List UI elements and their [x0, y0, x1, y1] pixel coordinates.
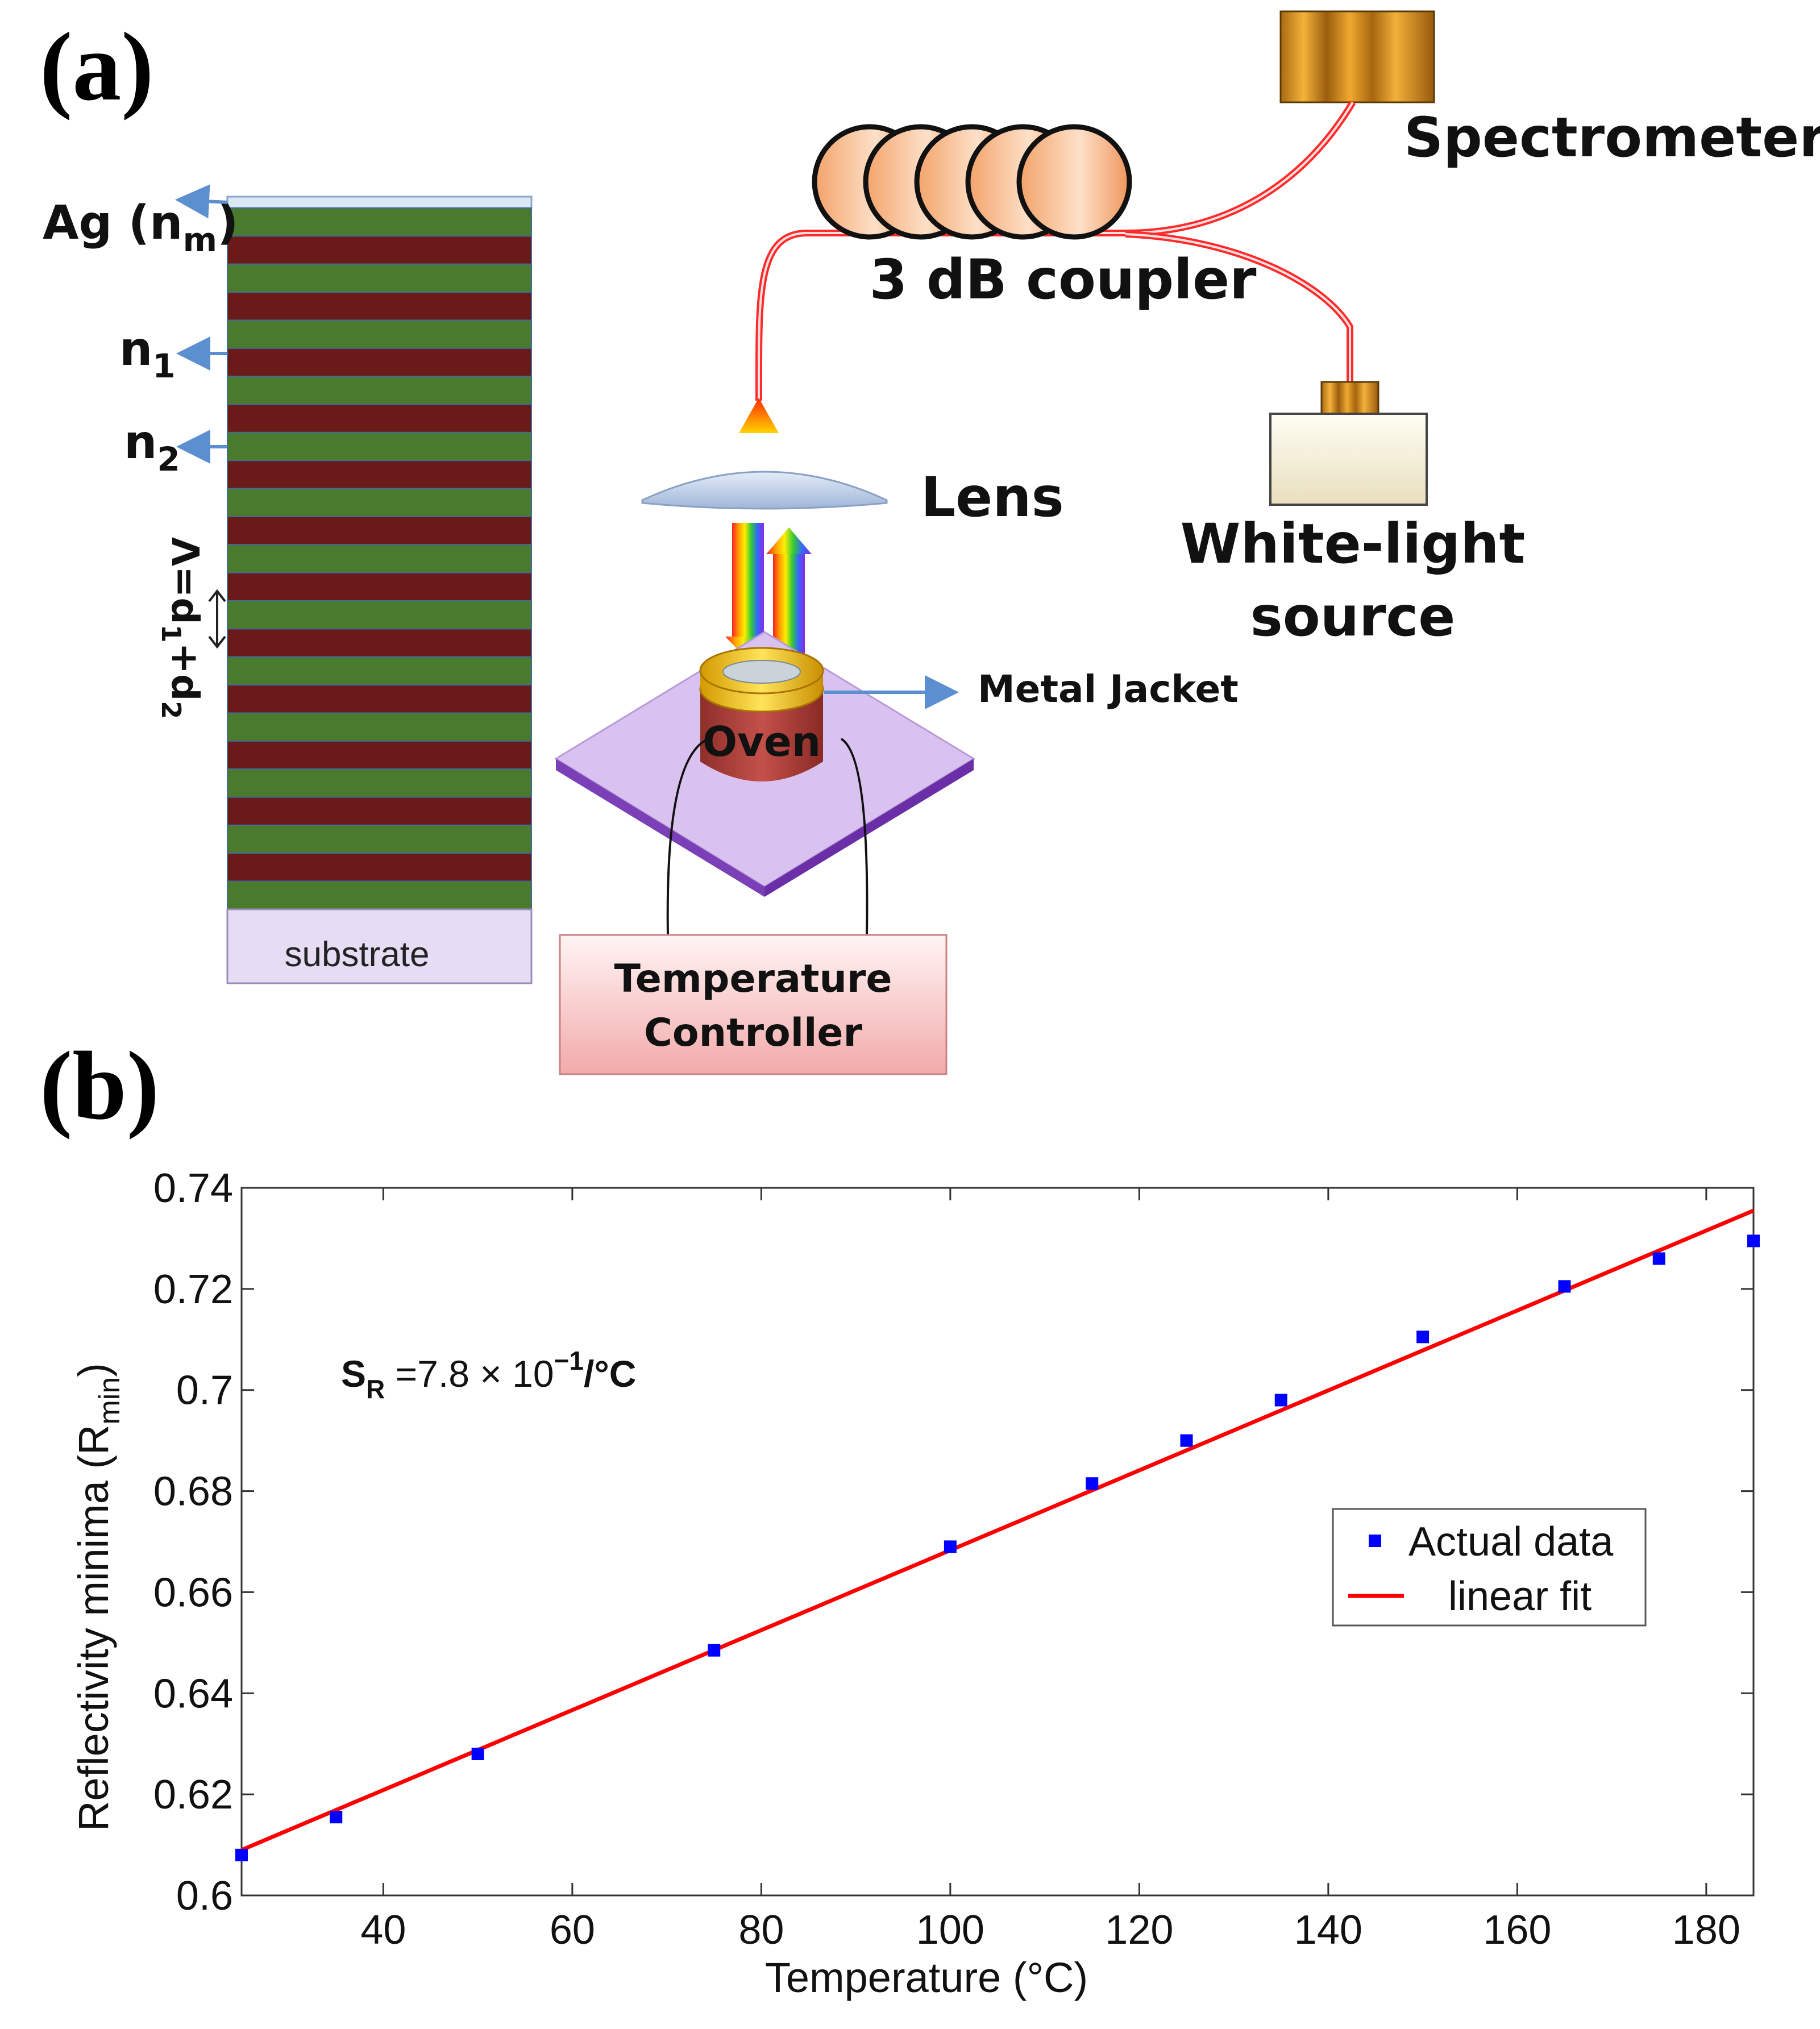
y-axis-title: Reflectivity minima (Rmin) — [70, 1363, 126, 1831]
x-axis-title: Temperature (°C) — [765, 1954, 1088, 2001]
data-point — [944, 1540, 957, 1553]
metal-jacket-label: Metal Jacket — [978, 667, 1239, 711]
lens-label: Lens — [921, 465, 1064, 529]
data-point — [330, 1811, 343, 1824]
layer-n1 — [227, 712, 532, 742]
data-point — [1180, 1434, 1193, 1447]
layer-n2 — [227, 684, 532, 714]
white-light-label-line2: source — [1250, 585, 1456, 648]
layer-n2 — [227, 740, 532, 770]
x-tick-label: 180 — [1672, 1907, 1740, 1953]
layer-n1 — [227, 544, 532, 573]
white-light-source-box — [1269, 413, 1428, 506]
silver-layer — [226, 196, 533, 209]
y-tick-label: 0.66 — [153, 1570, 233, 1615]
fiber-tip — [739, 398, 779, 433]
multilayer-stack: substrate — [226, 196, 533, 984]
data-point — [1558, 1280, 1571, 1293]
panel-a: (a) substrate Ag (nm) n1 n2 Λ=d1+d2 Spec… — [40, 10, 1820, 1075]
y-tick-label: 0.68 — [153, 1469, 233, 1515]
layer-n1 — [227, 488, 532, 517]
oven — [699, 647, 824, 781]
silver-arrow — [175, 184, 228, 219]
y-tick-label: 0.62 — [153, 1772, 233, 1818]
data-point — [471, 1748, 484, 1760]
layer-n1 — [227, 880, 532, 910]
layer-n2 — [227, 347, 532, 377]
legend-label-fit: linear fit — [1448, 1574, 1592, 1619]
layer-n1 — [227, 768, 532, 798]
x-tick-label: 140 — [1294, 1907, 1362, 1953]
legend-box — [1332, 1508, 1647, 1627]
linear-fit-line — [240, 1208, 1755, 1852]
data-point — [708, 1644, 721, 1657]
layer-n2 — [227, 235, 532, 265]
y-tick-label: 0.72 — [153, 1267, 233, 1312]
white-light-label-line1: White-light — [1181, 512, 1526, 576]
source-connector — [1320, 381, 1379, 416]
period-label: Λ=d1+d2 — [156, 537, 207, 719]
panel-b-label: (b) — [40, 1032, 159, 1140]
period-arrow — [208, 589, 226, 649]
x-tick-label: 120 — [1105, 1907, 1173, 1953]
x-tick-label: 100 — [916, 1907, 984, 1953]
layer-n2 — [227, 292, 532, 321]
layer-n2 — [227, 515, 532, 546]
legend-label-points: Actual data — [1408, 1519, 1614, 1565]
substrate-label: substrate — [284, 935, 429, 974]
layer-n1 — [227, 207, 532, 237]
coupler-coils — [812, 124, 1132, 240]
layer-n1 — [227, 600, 532, 630]
x-tick-label: 60 — [550, 1907, 595, 1953]
layer-n2 — [227, 796, 532, 826]
layer-n1 — [227, 824, 532, 854]
layer-n1 — [227, 656, 532, 686]
legend-marker-points — [1369, 1535, 1381, 1547]
y-tick-label: 0.64 — [153, 1671, 233, 1716]
y-tick-label: 0.7 — [176, 1368, 233, 1413]
stack-layers — [227, 207, 532, 910]
layer-n1 — [227, 319, 532, 349]
data-point — [1652, 1252, 1665, 1265]
temperature-controller-box — [559, 934, 948, 1075]
data-point — [1416, 1331, 1430, 1344]
data-point — [1747, 1234, 1760, 1248]
panel-a-label: (a) — [40, 13, 154, 121]
n1-label: n1 — [119, 322, 176, 385]
wire-left — [666, 738, 709, 935]
layer-n2 — [227, 460, 532, 489]
silver-layer-label: Ag (nm) — [43, 196, 238, 259]
spectrometer-label: Spectrometer — [1404, 106, 1820, 169]
data-point — [1086, 1477, 1099, 1490]
layer-n2 — [227, 628, 532, 658]
wire-right — [840, 738, 869, 935]
legend: Actual data linear fit — [1332, 1508, 1647, 1627]
sensitivity-annotation: SR =7.8 × 10−1/°C — [341, 1346, 636, 1404]
layer-n2 — [227, 572, 532, 602]
n2-label: n2 — [124, 415, 180, 479]
substrate-block — [226, 908, 533, 984]
x-tick-label: 40 — [360, 1907, 406, 1953]
y-tick-label: 0.6 — [176, 1873, 233, 1919]
panel-b: (b) 40 60 80 100 120 140 160 180 0.6 0.62 0.64 0.66… — [40, 1032, 1760, 2001]
layer-n2 — [227, 853, 532, 882]
y-tick-label: 0.74 — [153, 1166, 233, 1211]
lens — [641, 471, 888, 510]
x-tick-label: 80 — [738, 1907, 784, 1953]
data-point — [1274, 1394, 1287, 1407]
x-tick-label: 160 — [1483, 1907, 1551, 1953]
layer-n1 — [227, 263, 532, 293]
chart: 40 60 80 100 120 140 160 180 0.6 0.62 0.64 0.66 0.68… — [153, 1166, 1760, 1953]
spectrometer-device — [1279, 10, 1435, 103]
layer-n1 — [227, 431, 532, 461]
optical-fibers — [755, 100, 1356, 401]
layer-n1 — [227, 376, 532, 405]
coupler-label: 3 dB coupler — [870, 248, 1257, 311]
temperature-controller-line2: Controller — [644, 1011, 863, 1055]
oven-label: Oven — [703, 718, 821, 766]
data-point — [235, 1848, 248, 1861]
layer-n2 — [227, 404, 532, 433]
temperature-controller-line1: Temperature — [614, 957, 892, 1001]
